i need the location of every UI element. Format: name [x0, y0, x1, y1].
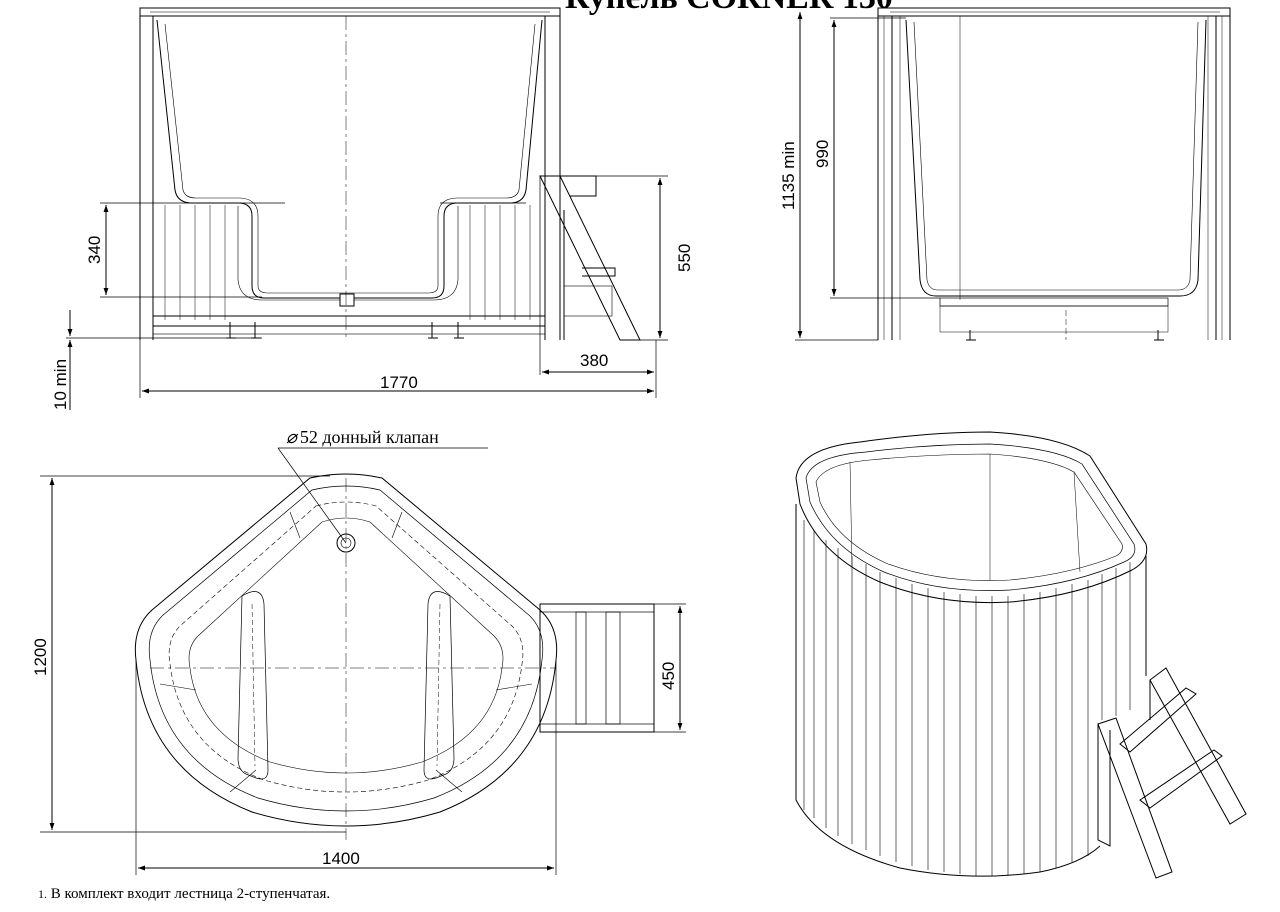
- footnote-text: В комплект входит лестница 2-ступенчатая…: [50, 886, 331, 902]
- diameter-symbol: ⌀: [286, 427, 299, 447]
- footnote-number: 1.: [38, 887, 47, 901]
- dim-seat-depth: 340: [85, 236, 104, 264]
- dim-total-height: 1135 min: [779, 141, 798, 210]
- title-fragment: Купель CORNER 130: [565, 0, 893, 16]
- side-view: [795, 7, 1231, 341]
- dim-ladder-depth: 380: [580, 351, 608, 370]
- footnote: 1. В комплект входит лестница 2-ступенча…: [38, 886, 330, 903]
- dim-ladder-width: 450: [659, 662, 678, 690]
- side-dimensions: [797, 12, 837, 338]
- plan-dimensions: [49, 478, 683, 871]
- plan-view: [40, 447, 686, 875]
- front-view: [66, 7, 668, 398]
- dim-ladder-height: 550: [675, 244, 694, 272]
- valve-label: ⌀52 донный клапан: [286, 427, 439, 447]
- dim-inner-depth: 990: [813, 140, 832, 168]
- isometric-view: [795, 431, 1247, 879]
- dim-overall-length: 1770: [380, 373, 418, 392]
- valve-text: 52 донный клапан: [300, 427, 439, 447]
- dim-floor-clearance: 10 min: [51, 359, 70, 410]
- front-dimensions: [67, 178, 663, 410]
- dim-plan-depth: 1200: [31, 638, 50, 676]
- dim-plan-width: 1400: [322, 849, 360, 868]
